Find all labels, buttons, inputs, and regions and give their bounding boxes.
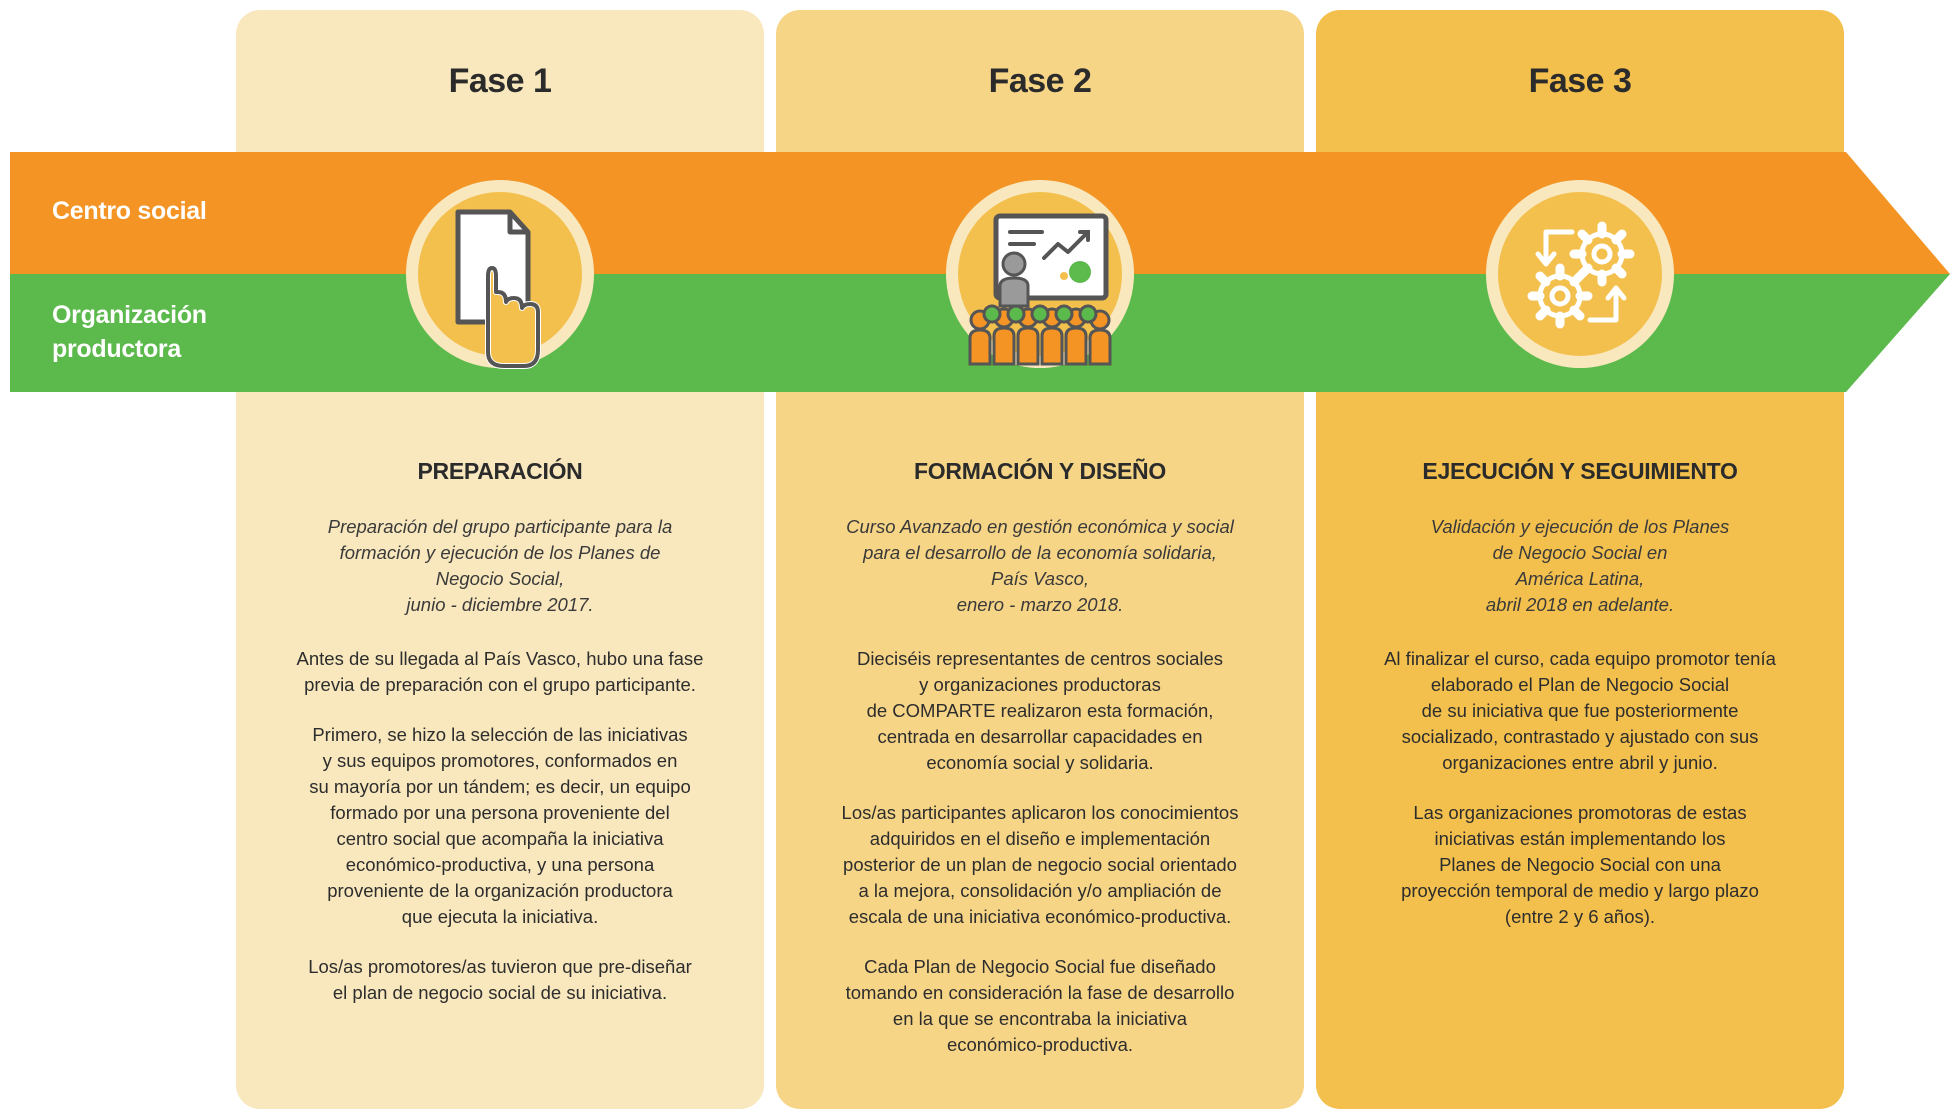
phase-1-subtitle: Preparación del grupo participante para … xyxy=(327,516,673,615)
phase-3-subtitle: Validación y ejecución de los Planes de … xyxy=(1430,516,1730,615)
phase-3-heading: EJECUCIÓN Y SEGUIMIENTO xyxy=(1422,458,1738,484)
phase-2-paragraph-3: Cada Plan de Negocio Social fue diseñado… xyxy=(845,956,1235,1055)
phase-2-heading: FORMACIÓN Y DISEÑO xyxy=(914,458,1166,484)
phase-3-title: Fase 3 xyxy=(1528,62,1632,100)
hand-pointer-document-icon xyxy=(406,180,594,369)
phase-3-paragraph-1: Al finalizar el curso, cada equipo promo… xyxy=(1384,648,1776,773)
phase-1-title: Fase 1 xyxy=(448,62,552,100)
band-label-organizacion-productora: Organización productora xyxy=(52,301,207,363)
phase-2-title: Fase 2 xyxy=(988,62,1092,100)
phase-2-paragraph-2: Los/as participantes aplicaron los conoc… xyxy=(841,802,1239,927)
phase-1-paragraph-2: Primero, se hizo la selección de las ini… xyxy=(309,724,691,927)
phase-1-heading: PREPARACIÓN xyxy=(417,458,583,484)
phase-1-paragraph-1: Antes de su llegada al País Vasco, hubo … xyxy=(296,648,704,695)
phase-2-paragraph-1: Dieciséis representantes de centros soci… xyxy=(856,648,1224,773)
phase-2-subtitle: Curso Avanzado en gestión económica y so… xyxy=(846,516,1234,615)
phase-3-paragraph-2: Las organizaciones promotoras de estas i… xyxy=(1401,802,1759,927)
band-label-centro-social: Centro social xyxy=(52,197,207,225)
presentation-audience-icon xyxy=(946,180,1134,368)
gears-cycle-icon xyxy=(1486,180,1674,368)
phase-1-paragraph-3: Los/as promotores/as tuvieron que pre-di… xyxy=(308,956,692,1003)
